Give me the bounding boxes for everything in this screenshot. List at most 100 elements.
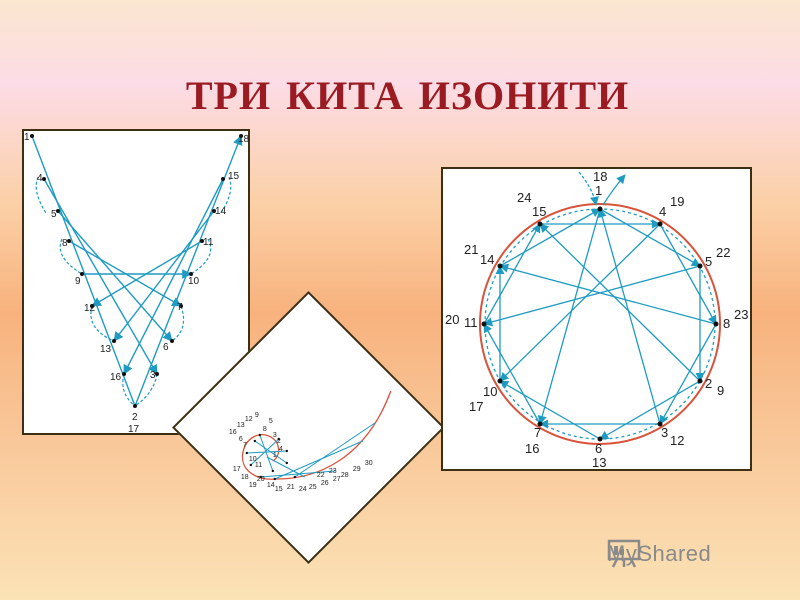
- point-dot: [273, 477, 277, 481]
- circle-filling-diagram: 18 1 24 15 4 19 21 14 5 22 20 11 8 23 10…: [445, 169, 748, 470]
- point-dot: [497, 378, 503, 384]
- point-label: 14: [215, 206, 227, 217]
- point-dot: [481, 321, 487, 327]
- thread-line: [483, 223, 541, 325]
- point-label: 14: [480, 252, 494, 267]
- point-label: 29: [353, 466, 361, 473]
- point-label: 6: [163, 342, 169, 353]
- point-label: 20: [257, 476, 265, 483]
- point-dot: [258, 433, 262, 437]
- point-label: 10: [249, 456, 257, 463]
- point-dot: [112, 339, 116, 343]
- point-label: 9: [717, 383, 724, 398]
- point-dot: [239, 134, 243, 138]
- point-dot: [657, 421, 663, 427]
- point-label: 3: [273, 432, 277, 439]
- point-dot: [285, 449, 289, 453]
- point-dot: [497, 263, 503, 269]
- thread-line: [537, 208, 601, 425]
- point-dot: [56, 209, 60, 213]
- point-label: 14: [267, 482, 275, 489]
- outer-circle: [479, 203, 721, 445]
- point-label: 24: [517, 190, 531, 205]
- point-label: 2: [705, 376, 712, 391]
- point-dot: [170, 339, 174, 343]
- point-label: 4: [279, 446, 283, 453]
- point-dot: [212, 209, 216, 213]
- thread-line: [266, 456, 306, 478]
- point-dot: [80, 272, 84, 276]
- end-thread: [602, 174, 626, 206]
- point-dot: [285, 461, 289, 465]
- thread-line: [659, 323, 717, 425]
- thread-line: [31, 135, 136, 407]
- page-title: ТРИ КИТА ИЗОНИТИ: [185, 73, 630, 118]
- point-label: 22: [716, 245, 730, 260]
- point-label: 22: [317, 472, 325, 479]
- point-dot: [537, 421, 543, 427]
- point-label: 16: [229, 429, 237, 436]
- point-label: 1: [273, 452, 277, 459]
- point-label: 12: [670, 433, 684, 448]
- dashed-turn: [35, 176, 47, 214]
- brand-watermark: MyShared: [607, 538, 711, 570]
- thread-line: [483, 323, 541, 425]
- point-label: 28: [341, 472, 349, 479]
- point-dot: [155, 372, 159, 376]
- point-dot: [259, 475, 263, 479]
- point-label: 9: [255, 412, 259, 419]
- thread-line: [499, 263, 717, 325]
- point-dot: [67, 239, 71, 243]
- point-label: 3: [661, 425, 668, 440]
- thread-line: [599, 208, 701, 267]
- thread-line: [274, 440, 364, 480]
- dashed-turn: [220, 176, 232, 214]
- dashed-turn: [134, 373, 158, 407]
- point-label: 2: [277, 438, 281, 445]
- point-label: 11: [203, 237, 214, 248]
- thread-line: [260, 470, 335, 478]
- point-label: 11: [464, 315, 478, 330]
- point-label: 15: [228, 171, 240, 182]
- point-dot: [253, 439, 257, 443]
- point-label: 4: [659, 204, 666, 219]
- point-label: 5: [269, 418, 273, 425]
- point-dot: [713, 321, 719, 327]
- point-label: 7: [243, 442, 247, 449]
- thread-line: [123, 178, 224, 375]
- point-label: 20: [445, 312, 459, 327]
- point-dot: [221, 177, 225, 181]
- thread-line: [250, 438, 280, 466]
- point-dot: [697, 263, 703, 269]
- point-dot: [277, 437, 281, 441]
- thread-line: [659, 223, 717, 325]
- thread-line: [483, 265, 701, 327]
- point-dot: [30, 134, 34, 138]
- point-label: 30: [365, 460, 373, 467]
- thread-line: [294, 422, 376, 478]
- thread-line: [599, 380, 701, 440]
- thread-line: [113, 210, 215, 342]
- thread-line: [597, 208, 661, 425]
- point-dot: [200, 239, 204, 243]
- point-label: 10: [483, 384, 497, 399]
- point-label: 27: [333, 476, 341, 483]
- point-label: 7: [177, 302, 183, 313]
- point-dot: [293, 475, 297, 479]
- point-label: 15: [275, 486, 283, 493]
- point-label: 6: [595, 441, 602, 456]
- point-label: 10: [188, 276, 200, 287]
- point-label: 24: [299, 486, 307, 493]
- point-dot: [90, 304, 94, 308]
- dashed-turn: [171, 305, 185, 342]
- point-label: 13: [100, 344, 112, 355]
- point-label: 16: [525, 441, 539, 456]
- point-dot: [597, 206, 603, 212]
- point-dot: [133, 404, 137, 408]
- thread-line: [43, 178, 158, 375]
- point-label: 11: [255, 462, 262, 469]
- point-label: 13: [592, 455, 606, 470]
- point-dot: [189, 272, 193, 276]
